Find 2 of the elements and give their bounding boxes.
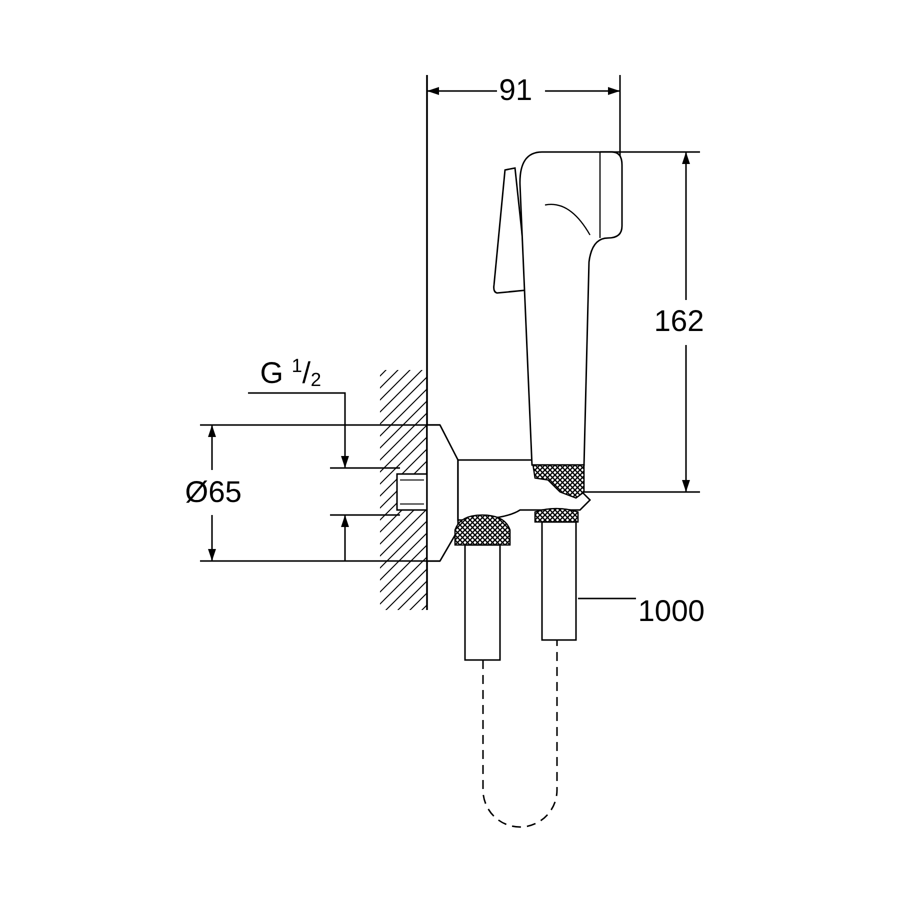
leader-line [578,598,636,600]
hose-drawing [534,508,579,641]
